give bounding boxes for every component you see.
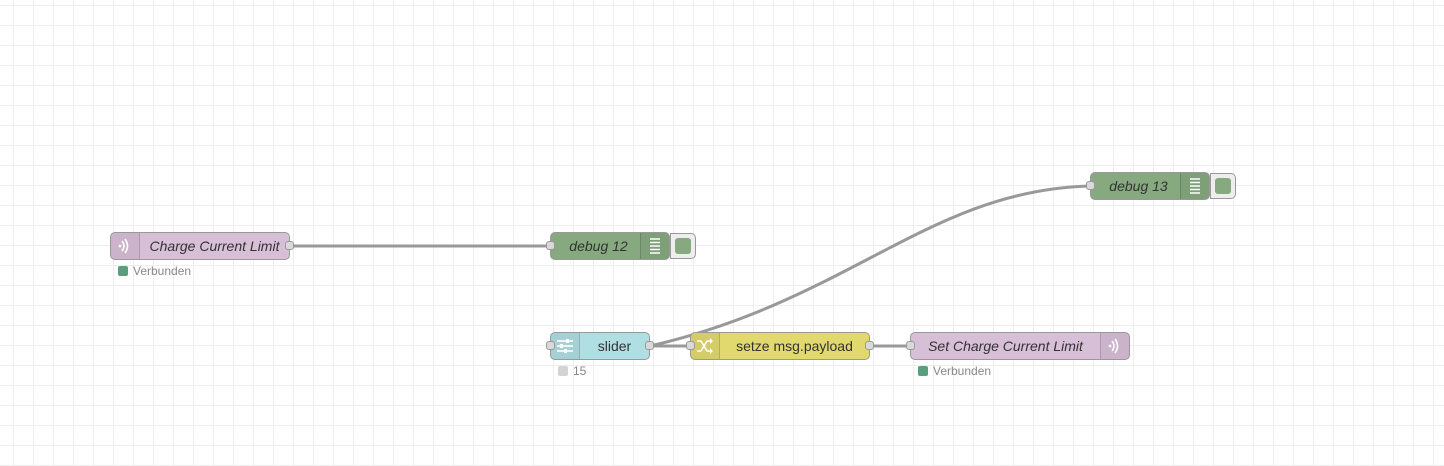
mqtt-out-label: Set Charge Current Limit (928, 338, 1083, 354)
status-grey-dot (558, 366, 568, 376)
debug13-node[interactable]: debug 13 (1086, 172, 1210, 200)
status-connected-dot (918, 366, 928, 376)
debug12-input-port[interactable] (546, 241, 555, 250)
change-label: setze msg.payload (736, 338, 853, 354)
wire-slider-to-debug13[interactable] (649, 184, 1091, 348)
mqtt-in-status-text: Verbunden (133, 264, 192, 278)
slider-input-port[interactable] (546, 341, 555, 350)
change-input-port[interactable] (686, 341, 695, 350)
debug12-toggle-button[interactable] (670, 233, 696, 259)
mqtt-out-node[interactable]: Set Charge Current Limit (906, 332, 1130, 360)
mqtt-out-status-text: Verbunden (933, 364, 992, 378)
debug12-toggle-fill (675, 238, 691, 254)
mqtt-in-status: Verbunden (118, 264, 191, 278)
shuffle-icon (691, 333, 720, 359)
mqtt-out-status: Verbunden (918, 364, 991, 378)
debug13-input-port[interactable] (1086, 181, 1095, 190)
change-output-port[interactable] (865, 341, 874, 350)
radio-waves-icon (111, 233, 140, 259)
change-node[interactable]: setze msg.payload (686, 332, 874, 360)
slider-status: 15 (558, 364, 586, 378)
debug12-label: debug 12 (569, 238, 628, 254)
status-connected-dot (118, 266, 128, 276)
mqtt-in-node[interactable]: Charge Current Limit (110, 232, 294, 260)
list-lines-icon (1180, 173, 1209, 199)
slider-status-text: 15 (573, 364, 587, 378)
slider-output-port[interactable] (645, 341, 654, 350)
slider-node[interactable]: slider (546, 332, 654, 360)
debug13-toggle-fill (1215, 178, 1231, 194)
debug13-label: debug 13 (1109, 178, 1168, 194)
mqtt-in-output-port[interactable] (285, 241, 294, 250)
debug13-toggle-button[interactable] (1210, 173, 1236, 199)
slider-label: slider (597, 338, 632, 354)
radio-waves-icon (1100, 333, 1129, 359)
mqtt-out-input-port[interactable] (906, 341, 915, 350)
sliders-icon (551, 333, 580, 359)
list-lines-icon (640, 233, 669, 259)
mqtt-in-label: Charge Current Limit (149, 238, 280, 254)
debug12-node[interactable]: debug 12 (546, 232, 670, 260)
